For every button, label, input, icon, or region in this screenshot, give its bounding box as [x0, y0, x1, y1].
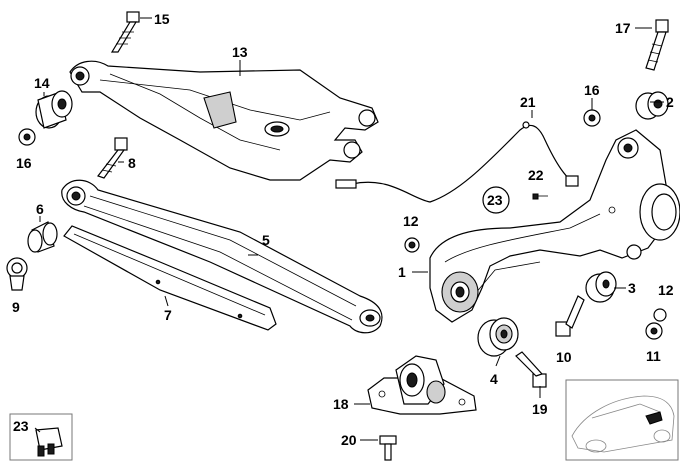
vehicle-location-inset: [565, 379, 679, 461]
hex-nut-right[interactable]: [653, 308, 667, 322]
leader-lines: [34, 17, 664, 441]
callout-labels: 1 2 3 4 5 6 7 8 9 10 11 12 12 13 14 15 1…: [12, 11, 674, 448]
callout-19: 19: [532, 401, 548, 417]
wheel-carrier[interactable]: [429, 129, 680, 323]
callout-23-inset: 23: [13, 418, 29, 434]
link-bushing[interactable]: [27, 221, 58, 253]
callout-15: 15: [154, 11, 170, 27]
callout-16-left: 16: [16, 155, 32, 171]
bolt-upper[interactable]: [645, 19, 669, 71]
wheel-speed-sensor-cable[interactable]: [335, 121, 579, 203]
callout-3: 3: [628, 280, 636, 296]
callout-9: 9: [12, 299, 20, 315]
callout-4: 4: [490, 371, 498, 387]
callout-7: 7: [164, 307, 172, 323]
callout-11: 11: [646, 348, 661, 364]
callout-10: 10: [556, 349, 572, 365]
washer-nut[interactable]: [645, 322, 663, 340]
self-locking-nut[interactable]: [18, 128, 36, 146]
upper-control-arm[interactable]: [69, 60, 379, 181]
differential-mount[interactable]: [367, 355, 477, 415]
callout-5: 5: [262, 232, 270, 248]
callout-13: 13: [232, 44, 248, 60]
mount-bolt[interactable]: [515, 351, 547, 388]
carrier-bushing[interactable]: [585, 271, 617, 303]
hex-nut-left[interactable]: [404, 237, 420, 253]
hex-bolt[interactable]: [97, 137, 128, 179]
callout-21: 21: [520, 94, 536, 110]
callout-6: 6: [36, 201, 44, 217]
mount-stud-bolt[interactable]: [379, 435, 397, 461]
bolt[interactable]: [110, 11, 140, 53]
callout-20: 20: [341, 432, 357, 448]
sensor-screw[interactable]: [532, 193, 548, 200]
trailing-arm-link[interactable]: [61, 179, 383, 334]
carrier-bolt[interactable]: [555, 295, 585, 337]
self-locking-nut-right[interactable]: [583, 109, 601, 127]
callout-23-circled: 23: [487, 192, 503, 208]
heat-shield-cover[interactable]: [63, 225, 277, 331]
callout-2: 2: [666, 94, 674, 110]
callout-12-right: 12: [658, 282, 674, 298]
eccentric-bushing[interactable]: [6, 257, 28, 291]
ball-joint-bushing[interactable]: [635, 91, 669, 120]
callout-12-left: 12: [403, 213, 419, 229]
callout-1: 1: [398, 264, 406, 280]
rubber-bushing[interactable]: [35, 90, 73, 129]
callout-23-ring: [482, 186, 510, 214]
callout-22: 22: [528, 167, 544, 183]
detail-inset-clip[interactable]: [9, 413, 73, 461]
callout-17: 17: [615, 20, 631, 36]
callout-8: 8: [128, 155, 136, 171]
callout-14: 14: [34, 75, 50, 91]
rear-bushing[interactable]: [477, 317, 519, 357]
callout-18: 18: [333, 396, 349, 412]
callout-16-right: 16: [584, 82, 600, 98]
